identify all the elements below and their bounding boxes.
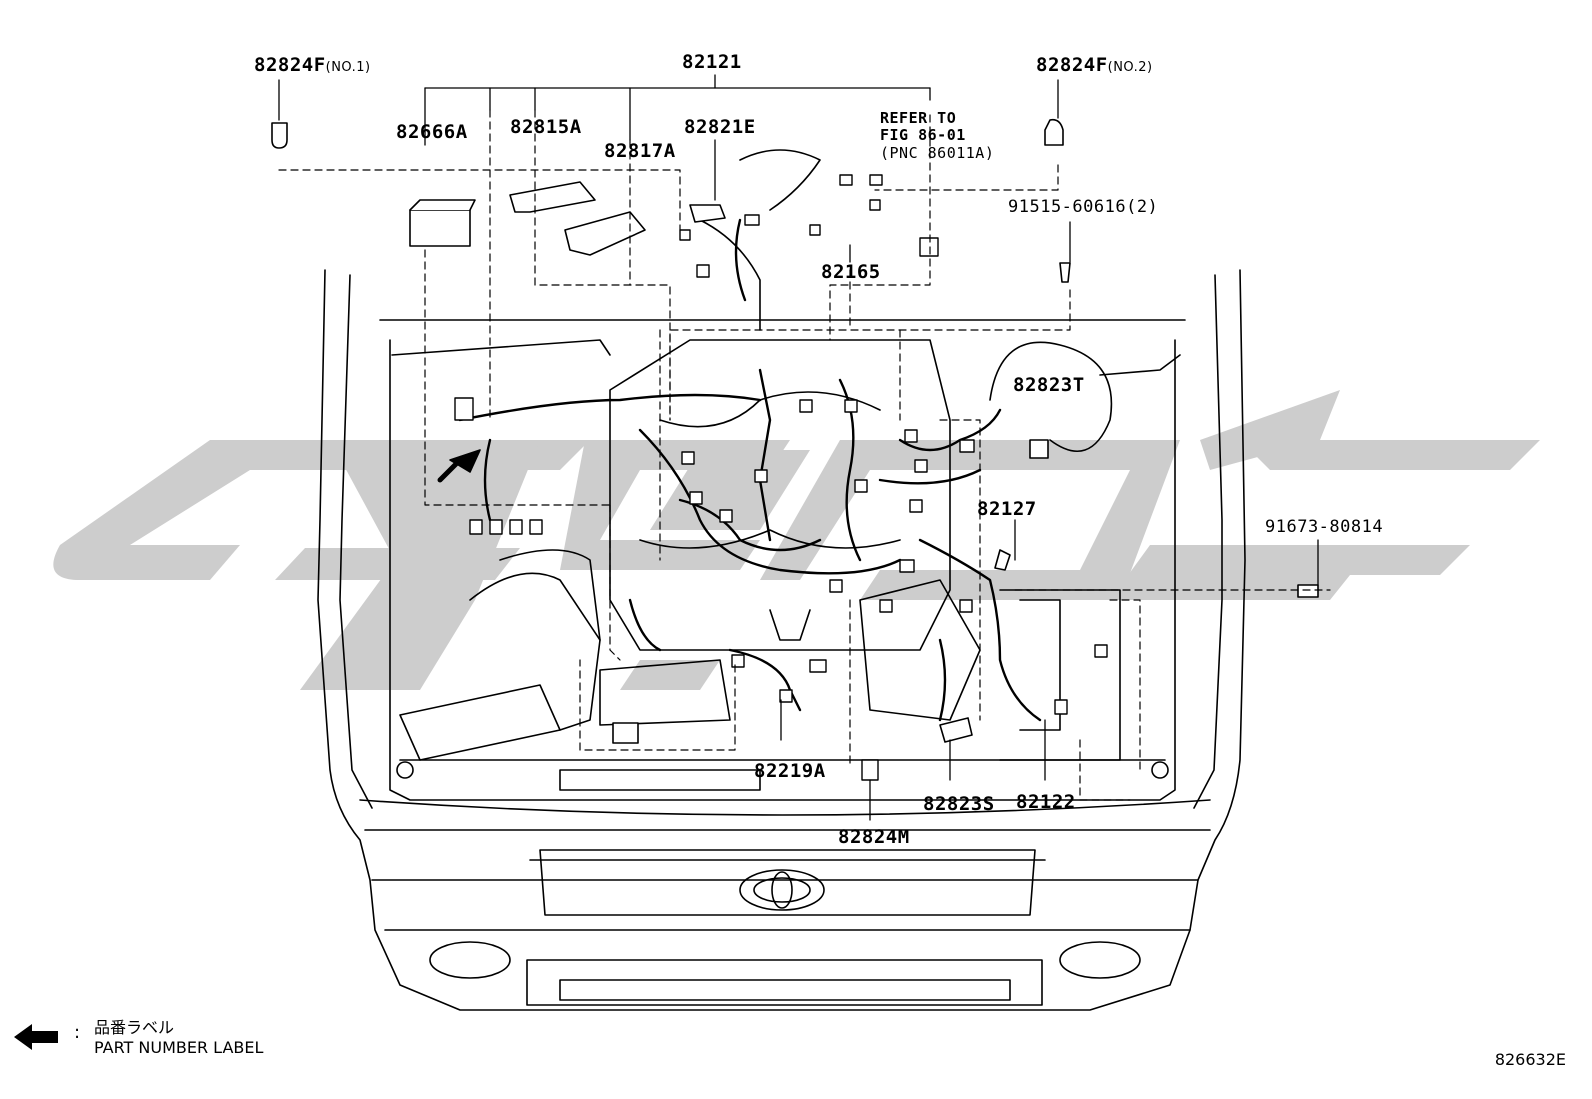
label-82817a: 82817A [604,140,676,162]
label-82823t: 82823T [1013,374,1085,396]
connectors [454,174,1108,781]
refer-note: REFER TO FIG 86-01 (PNC 86011A) [880,109,995,162]
label-82666a: 82666A [396,121,468,143]
label-82165: 82165 [821,261,881,283]
label-91515-60616: 91515-60616(2) [1008,197,1159,217]
wiring-harness [458,218,1042,722]
label-82121: 82121 [682,51,742,73]
dashed-lines [278,109,1331,801]
part-number-text: 82824F [254,54,326,76]
label-82219a: 82219A [754,760,826,782]
refer-note-line: (PNC 86011A) [880,143,995,162]
watermark-logo [53,390,1540,690]
legend: : 品番ラベル PART NUMBER LABEL [12,1014,332,1064]
label-82824f-no1: 82824F(NO.1) [254,56,371,75]
leader-lines [278,74,1319,821]
label-82823s: 82823S [923,793,995,815]
vehicle-body-outline [317,269,1246,1011]
legend-english-text: PART NUMBER LABEL [94,1038,264,1057]
part-number-text: 82824F [1036,54,1108,76]
part-suffix-text: (NO.2) [1107,60,1153,75]
label-82122: 82122 [1016,791,1076,813]
part-label-arrow-icon [14,1024,58,1050]
part-shapes [271,118,1319,744]
legend-japanese-text: 品番ラベル [94,1018,175,1037]
refer-note-line: REFER TO [880,109,957,127]
label-82815a: 82815A [510,116,582,138]
refer-note-line: FIG 86-01 [880,126,966,145]
figure-number: 826632E [1494,1050,1566,1069]
engine-block [399,149,1121,791]
label-91673-80814: 91673-80814 [1265,517,1384,537]
label-82824f-no2: 82824F(NO.2) [1036,56,1153,75]
label-82824m: 82824M [838,826,910,848]
label-82821e: 82821E [684,116,756,138]
label-82127: 82127 [977,498,1037,520]
part-suffix-text: (NO.1) [325,60,371,75]
legend-colon: : [74,1022,81,1043]
